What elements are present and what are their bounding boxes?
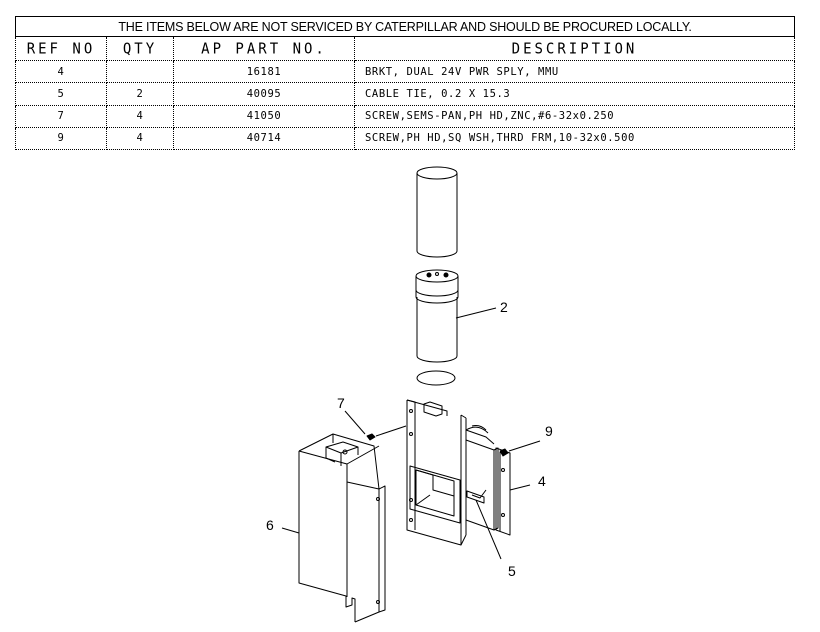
row-qty: 4: [106, 126, 174, 151]
header-description: DESCRIPTION: [353, 34, 796, 63]
callout-6-label: 6: [266, 517, 274, 533]
callout-9-label: 9: [545, 423, 553, 439]
header-ap-part-no: AP PART NO.: [173, 34, 355, 63]
callout-2-label: 2: [500, 299, 508, 315]
table-row: 5 2 40095 CABLE TIE, 0.2 X 15.3: [15, 82, 796, 106]
row-description: SCREW,PH HD,SQ WSH,THRD FRM,10-32x0.500: [353, 126, 796, 151]
callout-5-label: 5: [508, 563, 516, 579]
parts-table: THE ITEMS BELOW ARE NOT SERVICED BY CATE…: [14, 15, 796, 151]
screw-7: [344, 410, 407, 441]
callout-4-label: 4: [538, 473, 546, 489]
row-part-no: 41050: [173, 104, 355, 128]
cover: [298, 433, 386, 623]
capacitor-washer: [416, 370, 456, 386]
callout-4-leader: [509, 484, 531, 491]
table-row: 4 16181 BRKT, DUAL 24V PWR SPLY, MMU: [15, 60, 796, 84]
callout-2-leader: [455, 307, 497, 319]
capacitor-sleeve: [416, 166, 458, 258]
table-row: 9 4 40714 SCREW,PH HD,SQ WSH,THRD FRM,10…: [15, 126, 796, 151]
callout-6-leader: [281, 527, 300, 534]
cable-tie: [471, 489, 502, 560]
header-row: REF NO QTY AP PART NO. DESCRIPTION: [15, 34, 796, 63]
screw-9: [499, 440, 541, 457]
capacitor: [415, 269, 459, 363]
callout-7-label: 7: [337, 395, 345, 411]
center-bracket: [406, 399, 499, 546]
